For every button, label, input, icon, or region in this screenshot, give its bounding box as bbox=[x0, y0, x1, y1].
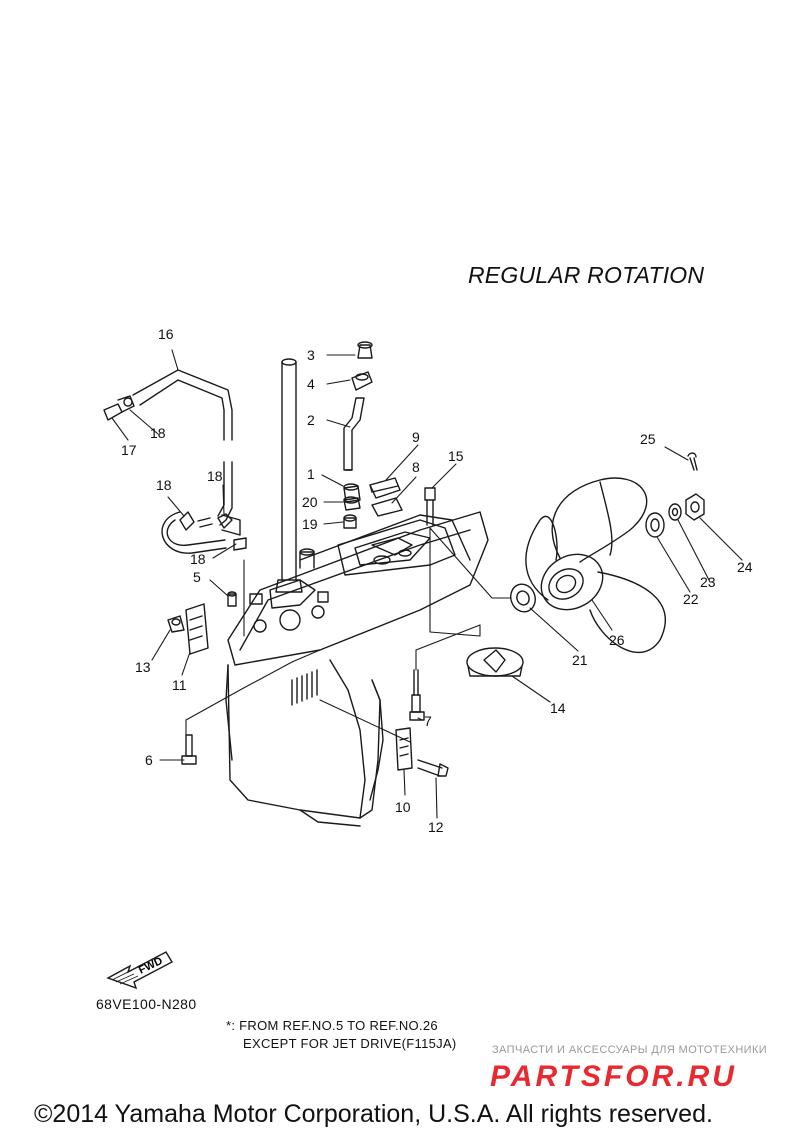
dowel-5 bbox=[227, 591, 237, 607]
propeller-26 bbox=[525, 477, 666, 654]
callout-18-a: 18 bbox=[150, 425, 166, 441]
callout-12: 12 bbox=[428, 819, 444, 835]
watermark-brand: PARTSFOR.RU bbox=[490, 1060, 737, 1092]
callout-16: 16 bbox=[158, 326, 174, 342]
callout-24: 24 bbox=[737, 559, 753, 575]
nut-24 bbox=[685, 493, 705, 521]
callout-5: 5 bbox=[193, 569, 201, 585]
hose-18 bbox=[161, 511, 247, 554]
wedges-8-9 bbox=[369, 477, 403, 517]
callout-23: 23 bbox=[700, 574, 716, 590]
callout-20: 20 bbox=[302, 494, 318, 510]
callout-8: 8 bbox=[412, 459, 420, 475]
callout-26: 26 bbox=[609, 632, 625, 648]
trim-tab-14 bbox=[466, 647, 524, 677]
pipe-and-grommets bbox=[343, 341, 373, 529]
callout-19: 19 bbox=[302, 516, 318, 532]
callout-17: 17 bbox=[121, 442, 137, 458]
fwd-arrow-icon: FWD bbox=[106, 951, 173, 990]
callout-4: 4 bbox=[307, 376, 315, 392]
callout-22: 22 bbox=[683, 591, 699, 607]
callout-15: 15 bbox=[448, 448, 464, 464]
leader-lines bbox=[111, 349, 743, 819]
lower-casing bbox=[225, 358, 489, 827]
note-line-1: *: FROM REF.NO.5 TO REF.NO.26 bbox=[226, 1018, 438, 1033]
callout-9: 9 bbox=[412, 429, 420, 445]
watermark-tagline: ЗАПЧАСТИ И АКСЕССУАРЫ ДЛЯ МОТОТЕХНИКИ bbox=[492, 1044, 768, 1056]
callout-2: 2 bbox=[307, 412, 315, 428]
callout-18-d: 18 bbox=[190, 551, 206, 567]
note-line-2: EXCEPT FOR JET DRIVE(F115JA) bbox=[243, 1036, 457, 1051]
fitting-17 bbox=[103, 395, 135, 421]
bolts bbox=[181, 487, 449, 777]
callout-25: 25 bbox=[640, 431, 656, 447]
diagram-title: REGULAR ROTATION bbox=[468, 262, 705, 288]
anodes bbox=[167, 603, 413, 771]
callout-labels: 16 3 4 2 1 20 19 9 8 15 25 24 23 22 21 2… bbox=[121, 326, 753, 835]
callout-11: 11 bbox=[172, 677, 187, 693]
copyright-notice: ©2014 Yamaha Motor Corporation, U.S.A. A… bbox=[34, 1100, 713, 1128]
drawing-code: 68VE100-N280 bbox=[96, 996, 197, 1012]
callout-18-b: 18 bbox=[207, 468, 223, 484]
callout-3: 3 bbox=[307, 347, 315, 363]
callout-13: 13 bbox=[135, 659, 151, 675]
spacer-22 bbox=[645, 512, 665, 538]
cotter-pin-25 bbox=[687, 452, 698, 471]
callout-1: 1 bbox=[307, 466, 315, 482]
washer-23 bbox=[668, 503, 682, 521]
watermark-logo: PARTSFOR.RU bbox=[490, 1060, 737, 1092]
callout-7: 7 bbox=[424, 713, 432, 729]
callout-10: 10 bbox=[395, 799, 411, 815]
callout-14: 14 bbox=[550, 700, 566, 716]
callout-18-c: 18 bbox=[156, 477, 172, 493]
thrust-washer-21 bbox=[510, 583, 536, 613]
callout-6: 6 bbox=[145, 752, 153, 768]
callout-21: 21 bbox=[572, 652, 588, 668]
